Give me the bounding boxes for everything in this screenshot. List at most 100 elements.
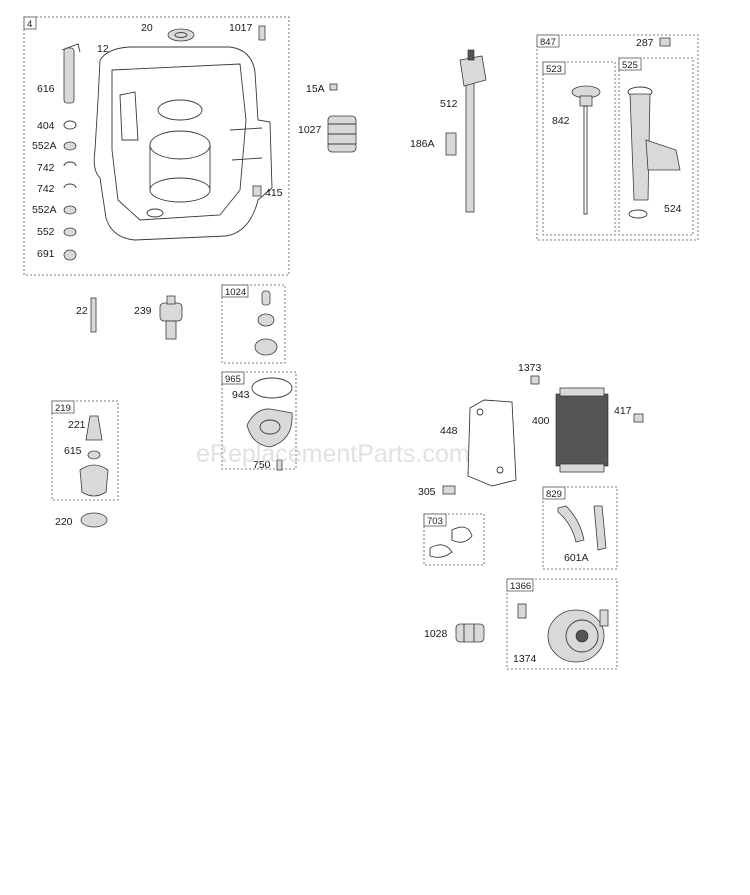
part-label-552A-1: 552A: [32, 140, 57, 152]
part-415-plug: [252, 185, 262, 197]
group-1366: 1366: [506, 578, 618, 670]
part-220-cap: [80, 512, 108, 528]
crankcase-sump-drawing: [93, 46, 273, 241]
part-287-screw: [659, 37, 671, 47]
group-4-label: 4: [27, 19, 32, 30]
part-1024-bushing: [257, 313, 275, 327]
group-1024: 1024: [221, 284, 286, 364]
part-15A-bolt: [329, 83, 338, 91]
part-label-742-2: 742: [37, 183, 55, 195]
group-4-tab: [23, 16, 37, 30]
group-829-tab: [542, 486, 566, 500]
part-552A-ring-2: [63, 205, 77, 215]
part-label-12: 12: [97, 43, 109, 55]
part-label-417: 417: [614, 405, 632, 417]
part-label-552: 552: [37, 226, 55, 238]
watermark: eReplacementParts.com: [196, 440, 470, 468]
group-965-tab: [221, 371, 245, 385]
part-22-shaft: [90, 297, 97, 333]
group-847-border: [536, 34, 699, 241]
part-829-hose-2: [593, 505, 607, 551]
part-label-400: 400: [532, 415, 550, 427]
part-label-186A: 186A: [410, 138, 435, 150]
part-1027-gear: [327, 115, 357, 153]
group-4-border: [23, 16, 290, 276]
group-523-label: 523: [546, 64, 562, 75]
part-448-bracket: [467, 399, 517, 487]
part-750-screw: [276, 459, 283, 471]
part-417-fitting: [633, 413, 644, 423]
part-label-1028: 1028: [424, 628, 448, 640]
part-label-415: 415: [265, 187, 283, 199]
part-742-clip-2: [63, 183, 77, 189]
part-label-221: 221: [68, 419, 86, 431]
part-label-1027: 1027: [298, 124, 322, 136]
part-512-dipstick-tube: [459, 49, 487, 213]
group-219: 219: [51, 400, 119, 501]
part-552A-ring-1: [63, 141, 77, 151]
group-219-label: 219: [55, 403, 71, 414]
part-label-305: 305: [418, 486, 436, 498]
group-829-border: [542, 486, 618, 570]
part-525-fill-tube: [627, 86, 681, 219]
part-label-742-1: 742: [37, 162, 55, 174]
part-label-1374: 1374: [513, 653, 537, 665]
part-965-cover: [246, 408, 293, 448]
group-829: 829: [542, 486, 618, 570]
part-label-615: 615: [64, 445, 82, 457]
part-label-943: 943: [232, 389, 250, 401]
part-400-oil-cooler: [555, 387, 609, 473]
group-523-border: [542, 61, 616, 236]
part-552-ring: [63, 227, 77, 237]
group-1366-label: 1366: [510, 581, 531, 592]
group-703-label: 703: [427, 516, 443, 527]
group-965-border: [221, 371, 297, 470]
part-20-seal: [167, 28, 195, 42]
part-1374-oil-filter-adapter: [547, 609, 609, 663]
part-703-clamp-1: [451, 526, 473, 543]
part-1024-gear: [254, 338, 278, 356]
part-label-448: 448: [440, 425, 458, 437]
group-847: 847 523 525: [536, 34, 699, 241]
group-219-border: [51, 400, 119, 501]
part-label-239: 239: [134, 305, 152, 317]
part-1017-pin: [258, 25, 266, 41]
part-label-404: 404: [37, 120, 55, 132]
part-label-220: 220: [55, 516, 73, 528]
group-1024-tab: [221, 284, 249, 298]
part-703-clamp-2: [429, 544, 453, 558]
group-829-label: 829: [546, 489, 562, 500]
part-615-washer: [87, 450, 101, 460]
group-1366-tab: [506, 578, 534, 592]
part-943-gasket: [251, 377, 293, 399]
group-1024-label: 1024: [225, 287, 246, 298]
part-label-524: 524: [664, 203, 682, 215]
part-221-spindle: [85, 415, 103, 441]
part-label-15A: 15A: [306, 83, 325, 95]
part-1028-nipple: [455, 623, 485, 643]
group-703-border: [423, 513, 485, 566]
part-label-601A: 601A: [564, 552, 589, 564]
group-525-label: 525: [622, 60, 638, 71]
group-965: 965: [221, 371, 297, 470]
part-label-1373: 1373: [518, 362, 542, 374]
part-label-1017: 1017: [229, 22, 253, 34]
group-4: 4: [23, 16, 290, 276]
group-703: 703: [423, 513, 485, 566]
group-965-label: 965: [225, 374, 241, 385]
part-label-22: 22: [76, 305, 88, 317]
group-523-tab: [542, 61, 566, 75]
part-305-screw: [442, 485, 456, 495]
group-847-tab: [536, 34, 560, 48]
part-404-ring: [63, 120, 77, 130]
part-616-tube: [61, 43, 81, 104]
group-703-tab: [423, 513, 447, 527]
part-label-287: 287: [636, 37, 654, 49]
part-219-gear: [79, 464, 109, 497]
part-label-616: 616: [37, 83, 55, 95]
part-1373-fitting: [530, 375, 540, 385]
part-label-552A-2: 552A: [32, 204, 57, 216]
part-829-hose-1: [557, 505, 585, 543]
part-842-dipstick: [571, 85, 601, 215]
